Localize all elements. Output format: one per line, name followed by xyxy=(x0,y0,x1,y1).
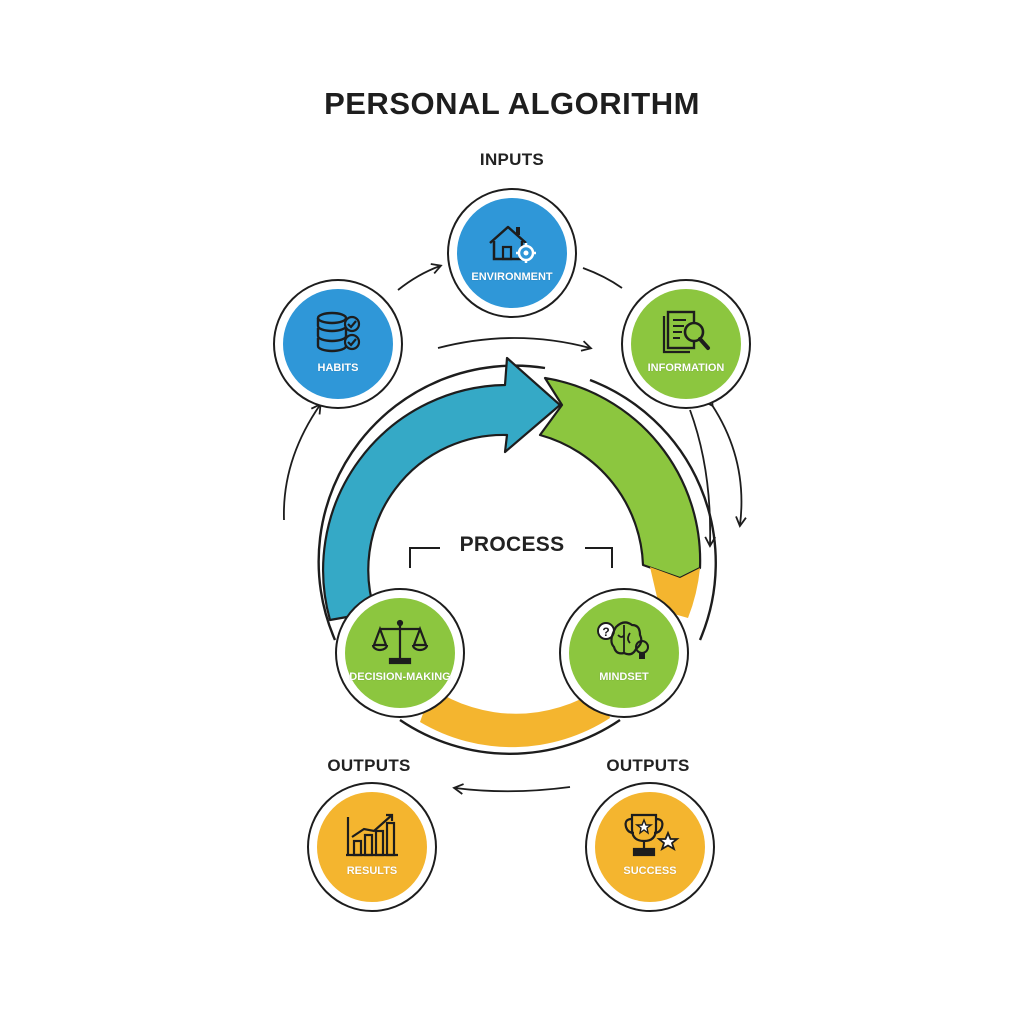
balance-scale-icon xyxy=(371,619,429,665)
arrow-left-up xyxy=(283,402,322,521)
node-environment: ENVIRONMENT xyxy=(447,188,577,318)
arrow-environment-to-information xyxy=(582,267,623,289)
diagram-title: PERSONAL ALGORITHM xyxy=(324,86,700,121)
process-label: PROCESS xyxy=(459,533,565,556)
node-information-label: INFORMATION xyxy=(647,362,725,374)
outputs-label-right: OUTPUTS xyxy=(606,756,690,775)
outer-ring-right xyxy=(589,378,717,641)
outer-ring xyxy=(317,364,546,641)
node-decision-making: DECISION-MAKING xyxy=(335,588,465,718)
node-success-label: SUCCESS xyxy=(623,865,677,877)
node-decision-making-label: DECISION-MAKING xyxy=(349,671,451,683)
process-bracket-right xyxy=(585,547,613,568)
node-habits: HABITS xyxy=(273,279,403,409)
arrow-habits-to-environment xyxy=(397,263,443,291)
node-results: RESULTS xyxy=(307,782,437,912)
svg-text:?: ? xyxy=(602,625,609,639)
arrow-top-center xyxy=(437,337,593,352)
node-mindset-label: MINDSET xyxy=(599,671,649,683)
arrow-right-bidirectional xyxy=(703,395,747,528)
trophy-star-icon xyxy=(624,813,680,857)
arrow-outputs xyxy=(452,783,571,795)
bar-chart-icon xyxy=(346,813,398,857)
node-results-label: RESULTS xyxy=(346,865,398,877)
process-bracket-left xyxy=(409,547,440,568)
brain-lightbulb-icon: ? xyxy=(597,621,649,659)
outputs-label-left: OUTPUTS xyxy=(327,756,411,775)
node-information: INFORMATION xyxy=(621,279,751,409)
process-arrow-green xyxy=(538,376,702,580)
node-mindset: ? MINDSET xyxy=(559,588,689,718)
process-arrow-teal xyxy=(322,356,562,622)
outer-ring-bottom xyxy=(399,719,621,755)
process-arrow-orange-fill xyxy=(420,688,610,748)
document-magnifier-icon xyxy=(662,310,710,354)
node-environment-label: ENVIRONMENT xyxy=(471,271,553,283)
stack-checklist-icon xyxy=(316,311,361,353)
house-gear-icon xyxy=(489,225,536,263)
node-success: SUCCESS xyxy=(585,782,715,912)
node-habits-label: HABITS xyxy=(317,362,359,374)
inputs-label: INPUTS xyxy=(479,150,545,169)
